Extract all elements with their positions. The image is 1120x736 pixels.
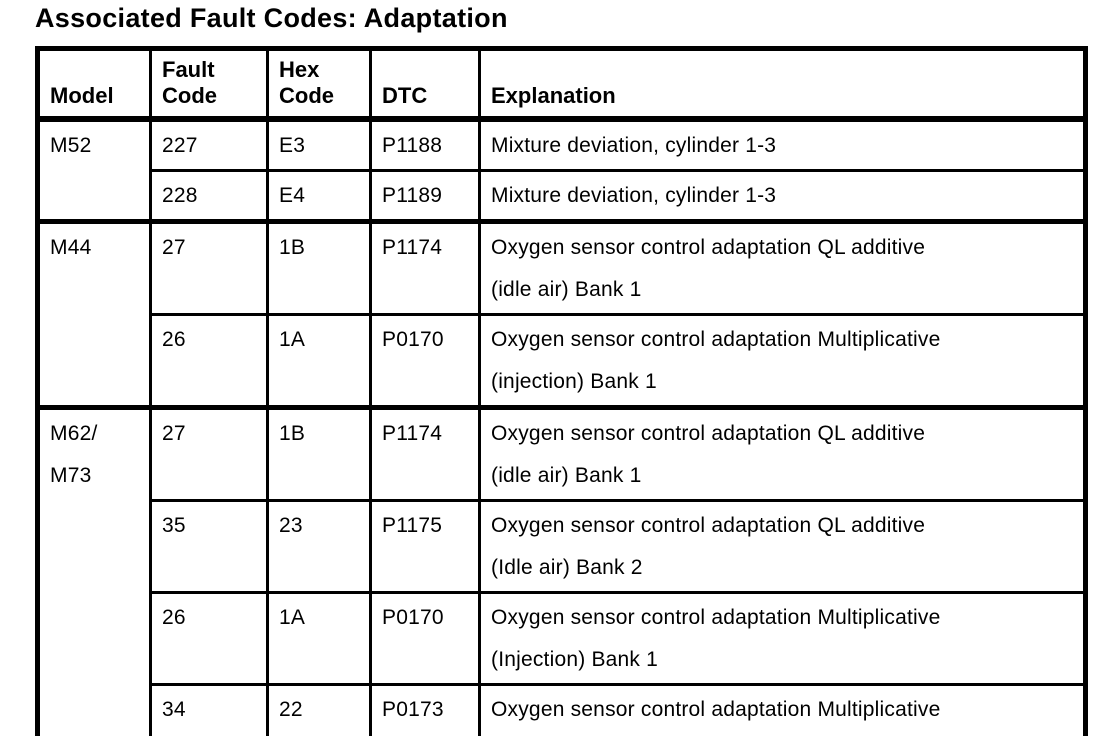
fault-code-cell: 27 <box>149 405 269 502</box>
explanation-cell: Oxygen sensor control adaptation QL addi… <box>478 405 1087 502</box>
dtc-cell: P1174 <box>369 405 481 502</box>
dtc-cell: P0170 <box>369 313 481 409</box>
column-header-dtc: DTC <box>369 47 481 122</box>
dtc-cell: P1189 <box>369 169 481 223</box>
explanation-cell: Oxygen sensor control adaptation QL addi… <box>478 499 1087 594</box>
explanation-cell: Mixture deviation, cylinder 1-3 <box>478 169 1087 223</box>
explanation-cell: Mixture deviation, cylinder 1-3 <box>478 116 1087 172</box>
hex-code-cell: 1B <box>266 219 372 316</box>
table-row: 228 E4 P1189 Mixture deviation, cylinder… <box>38 169 1087 223</box>
fault-code-cell: 27 <box>149 219 269 316</box>
fault-codes-table: Model Fault Code Hex Code DTC Explanatio… <box>35 46 1088 736</box>
table-row: 26 1A P0170 Oxygen sensor control adapta… <box>38 591 1087 686</box>
dtc-cell: P0173 <box>369 683 481 736</box>
model-cell: M44 <box>36 219 152 409</box>
dtc-cell: P1188 <box>369 116 481 172</box>
fault-code-cell: 26 <box>149 313 269 409</box>
hex-code-cell: 23 <box>266 499 372 594</box>
hex-code-cell: E3 <box>266 116 372 172</box>
explanation-cell: Oxygen sensor control adaptation Multipl… <box>478 683 1087 736</box>
column-header-hex-code: Hex Code <box>266 47 372 122</box>
dtc-cell: P1174 <box>369 219 481 316</box>
hex-code-cell: 1A <box>266 591 372 686</box>
column-header-fault-code: Fault Code <box>149 47 269 122</box>
table-row: M44 27 1B P1174 Oxygen sensor control ad… <box>36 219 1087 409</box>
fault-code-cell: 26 <box>149 591 269 686</box>
explanation-cell: Oxygen sensor control adaptation QL addi… <box>478 219 1087 316</box>
fault-code-cell: 35 <box>149 499 269 594</box>
page-title: Associated Fault Codes: Adaptation <box>35 3 508 33</box>
dtc-cell: P1175 <box>369 499 481 594</box>
column-header-explanation: Explanation <box>478 47 1087 122</box>
hex-code-cell: E4 <box>266 169 372 223</box>
dtc-cell: P0170 <box>369 591 481 686</box>
table-row: 34 22 P0173 Oxygen sensor control adapta… <box>38 683 1087 736</box>
table-row: 26 1A P0170 Oxygen sensor control adapta… <box>38 313 1087 409</box>
hex-code-cell: 1A <box>266 313 372 409</box>
hex-code-cell: 22 <box>266 683 372 736</box>
model-cell: M62/ M73 <box>36 405 152 736</box>
fault-code-cell: 227 <box>149 116 269 172</box>
fault-code-cell: 228 <box>149 169 269 223</box>
table-row: M52 227 E3 P1188 Mixture deviation, cyli… <box>36 116 1087 223</box>
explanation-cell: Oxygen sensor control adaptation Multipl… <box>478 313 1087 409</box>
table-row: M62/ M73 27 1B P1174 Oxygen sensor contr… <box>36 405 1087 736</box>
column-header-model: Model <box>36 47 152 122</box>
table-header-row: Model Fault Code Hex Code DTC Explanatio… <box>36 47 1087 122</box>
explanation-cell: Oxygen sensor control adaptation Multipl… <box>478 591 1087 686</box>
model-cell: M52 <box>36 116 152 223</box>
table-row: 35 23 P1175 Oxygen sensor control adapta… <box>38 499 1087 594</box>
hex-code-cell: 1B <box>266 405 372 502</box>
fault-code-cell: 34 <box>149 683 269 736</box>
